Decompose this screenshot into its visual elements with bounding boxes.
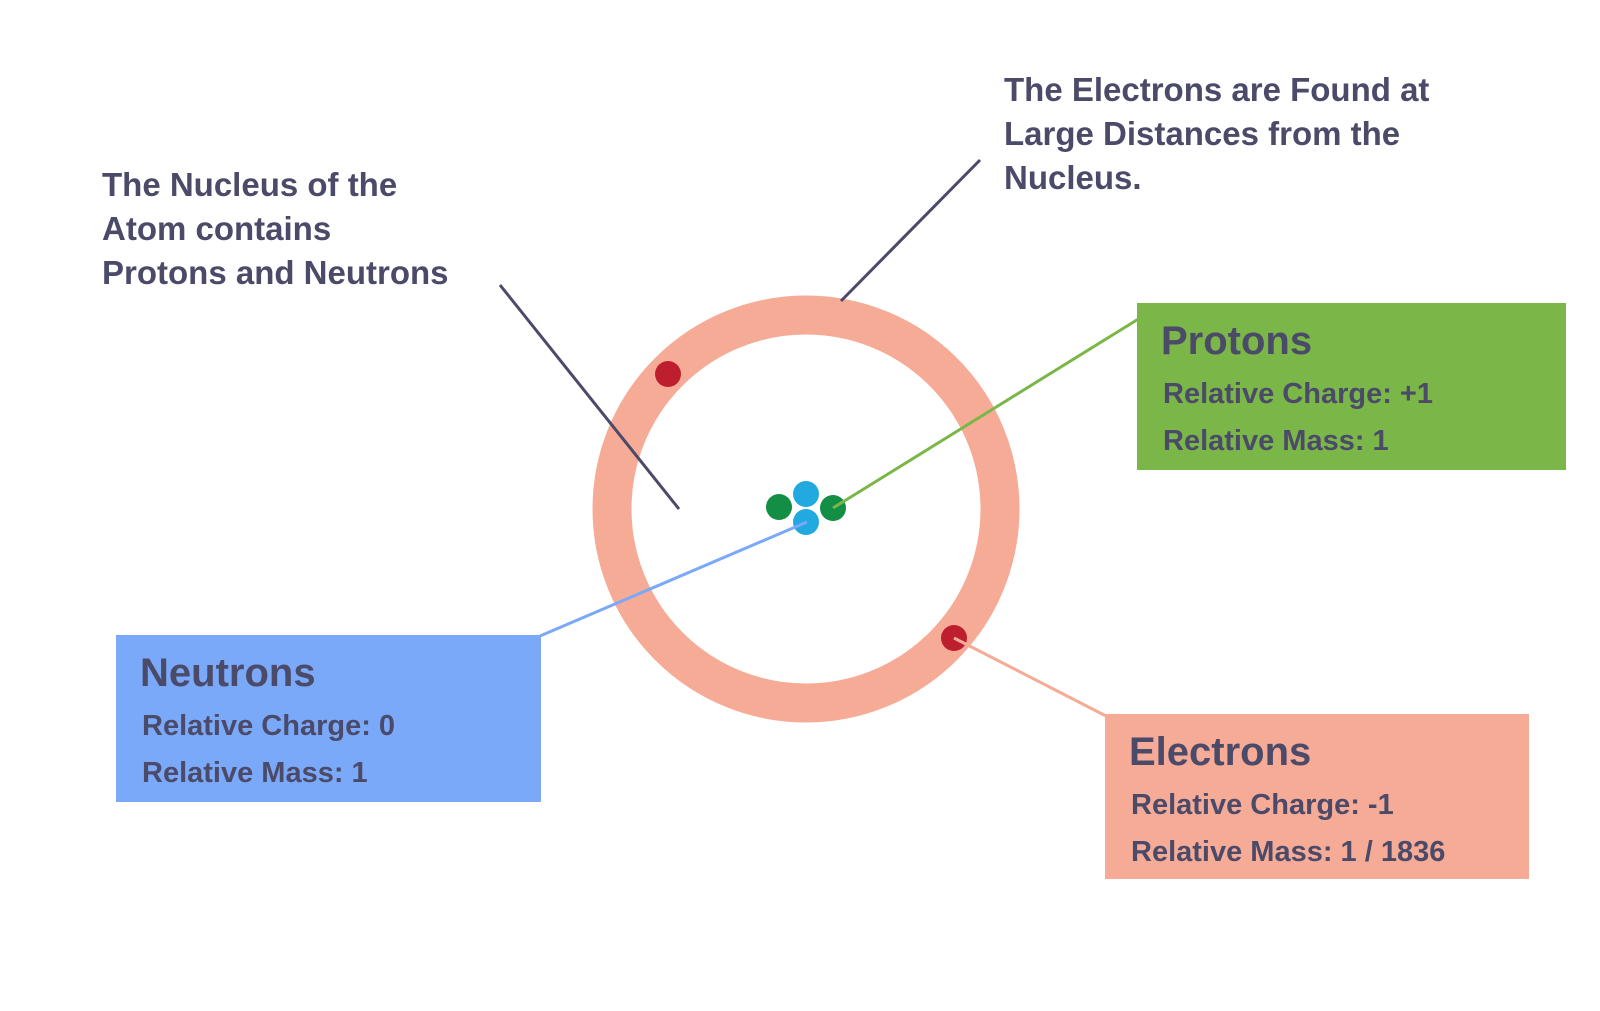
protons-box: Protons Relative Charge: +1 Relative Mas… xyxy=(1137,303,1566,470)
proton xyxy=(766,494,792,520)
electrons-mass: Relative Mass: 1 / 1836 xyxy=(1131,836,1446,868)
protons-charge: Relative Charge: +1 xyxy=(1163,378,1433,410)
protons-title: Protons xyxy=(1161,319,1313,363)
annotation-line: The Electrons are Found at xyxy=(1004,71,1430,108)
electrons-annotation: The Electrons are Found at Large Distanc… xyxy=(1004,68,1429,200)
neutrons-mass: Relative Mass: 1 xyxy=(142,757,368,789)
annotation-line: Nucleus. xyxy=(1004,159,1142,196)
electrons-box: Electrons Relative Charge: -1 Relative M… xyxy=(1105,714,1529,879)
electron-shell xyxy=(592,295,1020,723)
nucleus-annotation: The Nucleus of the Atom contains Protons… xyxy=(102,163,449,295)
electrons-pointer-line xyxy=(839,158,982,303)
protons-mass: Relative Mass: 1 xyxy=(1163,425,1389,457)
electron xyxy=(655,361,681,387)
protons-connector xyxy=(832,316,1141,510)
nucleus-pointer-line xyxy=(498,284,681,510)
electrons-charge: Relative Charge: -1 xyxy=(1131,789,1394,821)
annotation-line: The Nucleus of the xyxy=(102,166,398,203)
neutrons-box: Neutrons Relative Charge: 0 Relative Mas… xyxy=(116,635,541,802)
neutrons-title: Neutrons xyxy=(140,651,316,695)
neutron xyxy=(793,481,819,507)
electrons-title: Electrons xyxy=(1129,730,1312,774)
neutrons-connector xyxy=(539,520,808,638)
electrons-connector xyxy=(953,636,1107,718)
annotation-line: Protons and Neutrons xyxy=(102,254,449,291)
annotation-line: Atom contains xyxy=(102,210,332,247)
annotation-line: Large Distances from the xyxy=(1004,115,1401,152)
neutrons-charge: Relative Charge: 0 xyxy=(142,710,396,742)
